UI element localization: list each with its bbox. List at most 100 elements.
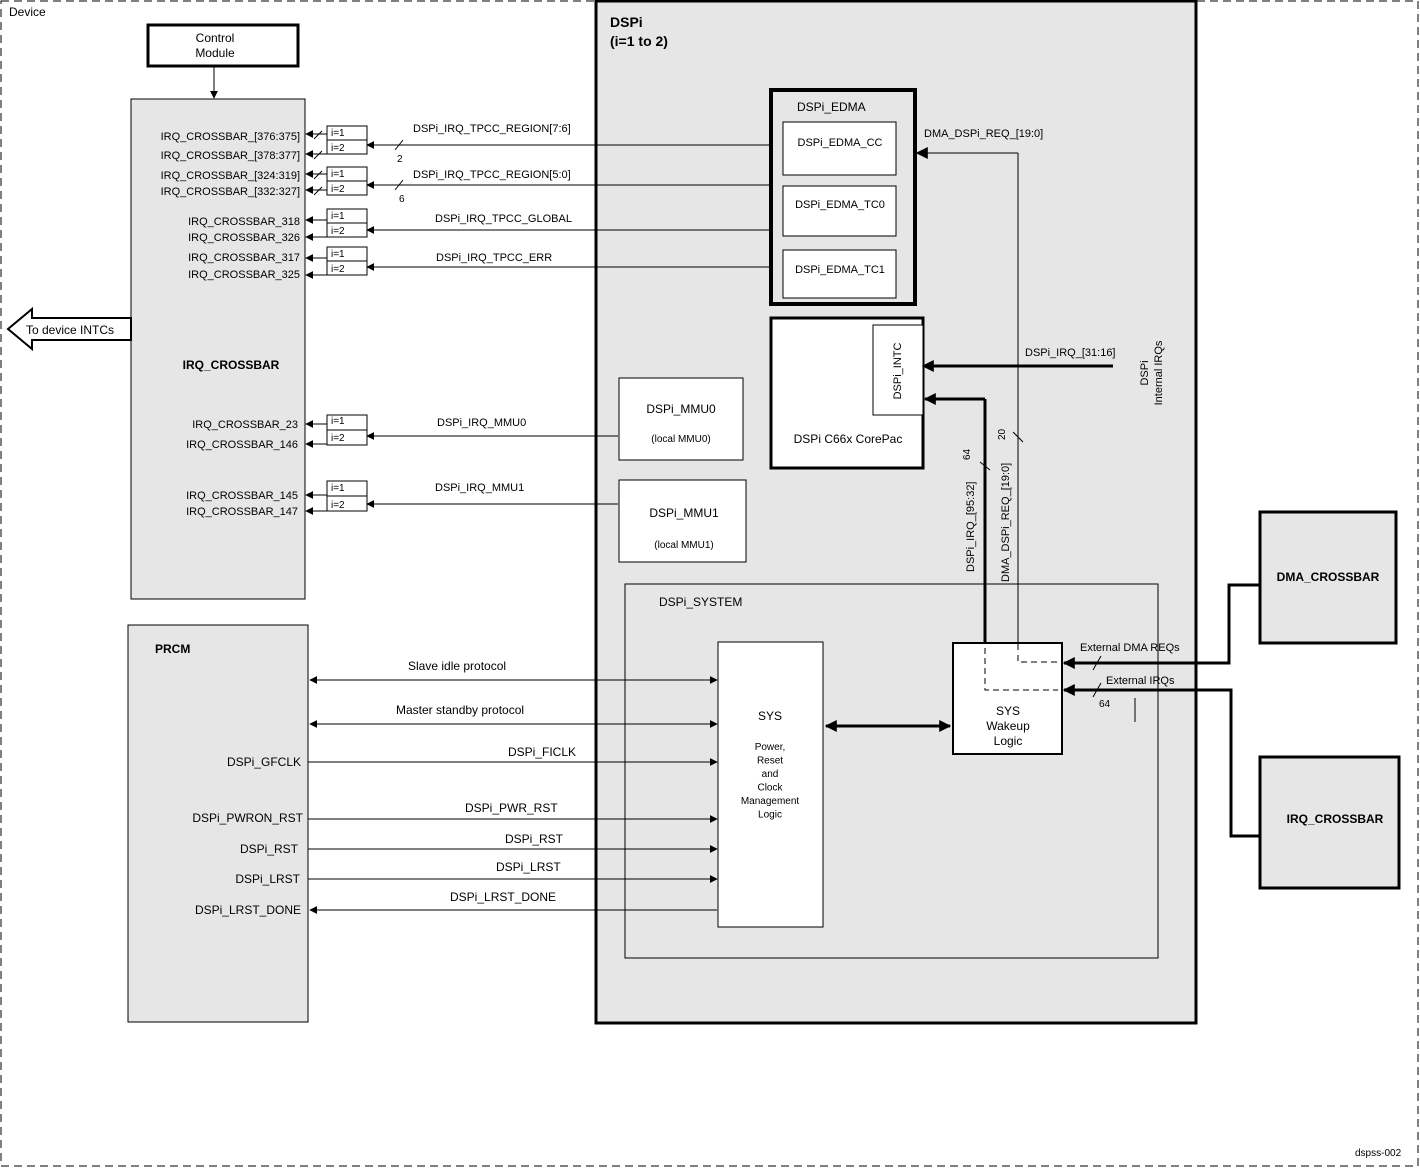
edma-cc-label: DSPi_EDMA_CC bbox=[798, 137, 883, 149]
dma-crossbar-block bbox=[1258, 510, 1398, 645]
text-line: Clock bbox=[757, 783, 783, 794]
tpcc-global-label: DSPi_IRQ_TPCC_GLOBAL bbox=[435, 213, 572, 225]
width-6-label: 6 bbox=[399, 194, 405, 205]
prcm-title: PRCM bbox=[155, 642, 190, 656]
prcm-pin-lrst-done: DSPi_LRST_DONE bbox=[195, 903, 301, 917]
dma-crossbar-label: DMA_CROSSBAR bbox=[1277, 570, 1380, 584]
text-line: Management bbox=[741, 796, 800, 807]
svg-text:i=1: i=1 bbox=[331, 128, 345, 139]
text-line: Wakeup bbox=[986, 719, 1030, 733]
pwr-rst-label: DSPi_PWR_RST bbox=[465, 801, 558, 815]
svg-text:i=1: i=1 bbox=[331, 169, 345, 180]
to-device-intcs-arrow: To device INTCs bbox=[6, 306, 132, 352]
rst-label: DSPi_RST bbox=[505, 832, 564, 846]
external-irq-line bbox=[1062, 684, 1260, 838]
text-line: and bbox=[762, 769, 779, 780]
mmu0-name: DSPi_MMU0 bbox=[646, 402, 716, 416]
svg-text:i=1: i=1 bbox=[331, 483, 345, 494]
text-line: Control bbox=[196, 31, 235, 45]
lrst-done-label: DSPi_LRST_DONE bbox=[450, 890, 556, 904]
prcm-block bbox=[127, 624, 309, 1023]
edma-tc1-box bbox=[782, 249, 897, 299]
irq-line-label: IRQ_CROSSBAR_23 bbox=[192, 419, 298, 431]
text-line: Power, bbox=[755, 742, 786, 753]
irq-crossbar-right-label: IRQ_CROSSBAR bbox=[1287, 812, 1384, 826]
svg-text:i=2: i=2 bbox=[331, 184, 345, 195]
mmu0-sub: (local MMU0) bbox=[651, 434, 710, 445]
tpcc-region-76-label: DSPi_IRQ_TPCC_REGION[7:6] bbox=[413, 123, 571, 135]
irq-line-label: IRQ_CROSSBAR_325 bbox=[188, 269, 300, 281]
text-line: Logic bbox=[994, 734, 1023, 748]
text-line: Logic bbox=[758, 810, 782, 821]
mux-group-tpcc-region-76: i=1 i=2 bbox=[305, 125, 368, 160]
dspi-subtitle: (i=1 to 2) bbox=[610, 33, 668, 49]
prcm-pin-rst: DSPi_RST bbox=[240, 842, 299, 856]
prcm-pin-pwron-rst: DSPi_PWRON_RST bbox=[192, 811, 303, 825]
edma-cc-box bbox=[782, 121, 897, 176]
dma-req-vertical-label: DMA_DSPi_REQ_[19:0] bbox=[1000, 463, 1012, 582]
external-dma-tick bbox=[1092, 655, 1102, 671]
slave-idle-label: Slave idle protocol bbox=[408, 659, 506, 673]
internal-irq-label-2: Internal IRQs bbox=[1153, 340, 1165, 405]
mmu1-irq-label: DSPi_IRQ_MMU1 bbox=[435, 482, 524, 494]
text-line: Module bbox=[195, 46, 235, 60]
external-dma-label: External DMA REQs bbox=[1080, 642, 1180, 654]
svg-text:i=2: i=2 bbox=[331, 226, 345, 237]
wakeup-internal-dashes bbox=[984, 648, 1058, 691]
svg-text:i=2: i=2 bbox=[331, 264, 345, 275]
prcm-pin-lrst: DSPi_LRST bbox=[235, 872, 300, 886]
svg-text:i=1: i=1 bbox=[331, 249, 345, 260]
irq-line-label: IRQ_CROSSBAR_[324:319] bbox=[161, 170, 300, 182]
w64-label: 64 bbox=[962, 448, 973, 460]
w20-label: 20 bbox=[997, 428, 1008, 440]
external-irq-tick bbox=[1092, 682, 1102, 698]
dspi-system-block bbox=[624, 583, 1159, 959]
svg-text:i=2: i=2 bbox=[331, 143, 345, 154]
tpcc-region-50-tick bbox=[394, 179, 404, 191]
mux-group-tpcc-global: i=1 i=2 bbox=[305, 208, 368, 241]
svg-text:i=2: i=2 bbox=[331, 500, 345, 511]
dspi-title: DSPi bbox=[610, 14, 643, 30]
tpcc-err-label: DSPi_IRQ_TPCC_ERR bbox=[436, 252, 552, 264]
mmu1-block bbox=[618, 479, 747, 563]
svg-text:i=1: i=1 bbox=[331, 211, 345, 222]
intc-label: DSPi_INTC bbox=[892, 343, 904, 400]
w20-tick bbox=[1012, 431, 1024, 443]
internal-irq-label-1: DSPi bbox=[1139, 360, 1151, 385]
lrst-label: DSPi_LRST bbox=[496, 860, 561, 874]
to-device-intcs-label: To device INTCs bbox=[26, 323, 114, 337]
sys-title: SYS bbox=[758, 709, 782, 723]
irq-crossbar-right-block bbox=[1258, 755, 1401, 890]
edma-tc0-box bbox=[782, 185, 897, 237]
intc-box bbox=[872, 324, 924, 416]
irq-line-label: IRQ_CROSSBAR_[332:327] bbox=[161, 186, 300, 198]
corepac-label: DSPi C66x CorePac bbox=[794, 432, 903, 446]
mmu1-name: DSPi_MMU1 bbox=[649, 506, 719, 520]
width-2-label: 2 bbox=[397, 154, 403, 165]
tpcc-region-76-tick bbox=[394, 139, 404, 151]
irq-line-label: IRQ_CROSSBAR_[378:377] bbox=[161, 150, 300, 162]
external-dma-line bbox=[1062, 583, 1260, 669]
figure-id: dspss-002 bbox=[1355, 1148, 1402, 1159]
edma-title: DSPi_EDMA bbox=[797, 100, 866, 114]
irq-line-label: IRQ_CROSSBAR_317 bbox=[188, 252, 300, 264]
mmu0-block bbox=[618, 377, 744, 461]
svg-text:i=1: i=1 bbox=[331, 416, 345, 427]
dspi-system-title: DSPi_SYSTEM bbox=[659, 595, 742, 609]
mmu0-irq-label: DSPi_IRQ_MMU0 bbox=[437, 417, 526, 429]
internal-irq-signal-label: DSPi_IRQ_[31:16] bbox=[1025, 347, 1116, 359]
w64-tick bbox=[979, 461, 991, 471]
edma-tc1-label: DSPi_EDMA_TC1 bbox=[795, 264, 885, 276]
irq-line-label: IRQ_CROSSBAR_147 bbox=[186, 506, 298, 518]
mux-group-mmu1: i=1 i=2 bbox=[305, 480, 368, 515]
tpcc-region-50-label: DSPi_IRQ_TPCC_REGION[5:0] bbox=[413, 169, 571, 181]
mux-group-tpcc-region-50: i=1 i=2 bbox=[305, 166, 368, 196]
control-module-box bbox=[146, 23, 300, 68]
mmu1-sub: (local MMU1) bbox=[654, 540, 713, 551]
irq-line-label: IRQ_CROSSBAR_326 bbox=[188, 232, 300, 244]
device-label: Device bbox=[9, 5, 46, 19]
irq-crossbar-title: IRQ_CROSSBAR bbox=[183, 358, 280, 372]
